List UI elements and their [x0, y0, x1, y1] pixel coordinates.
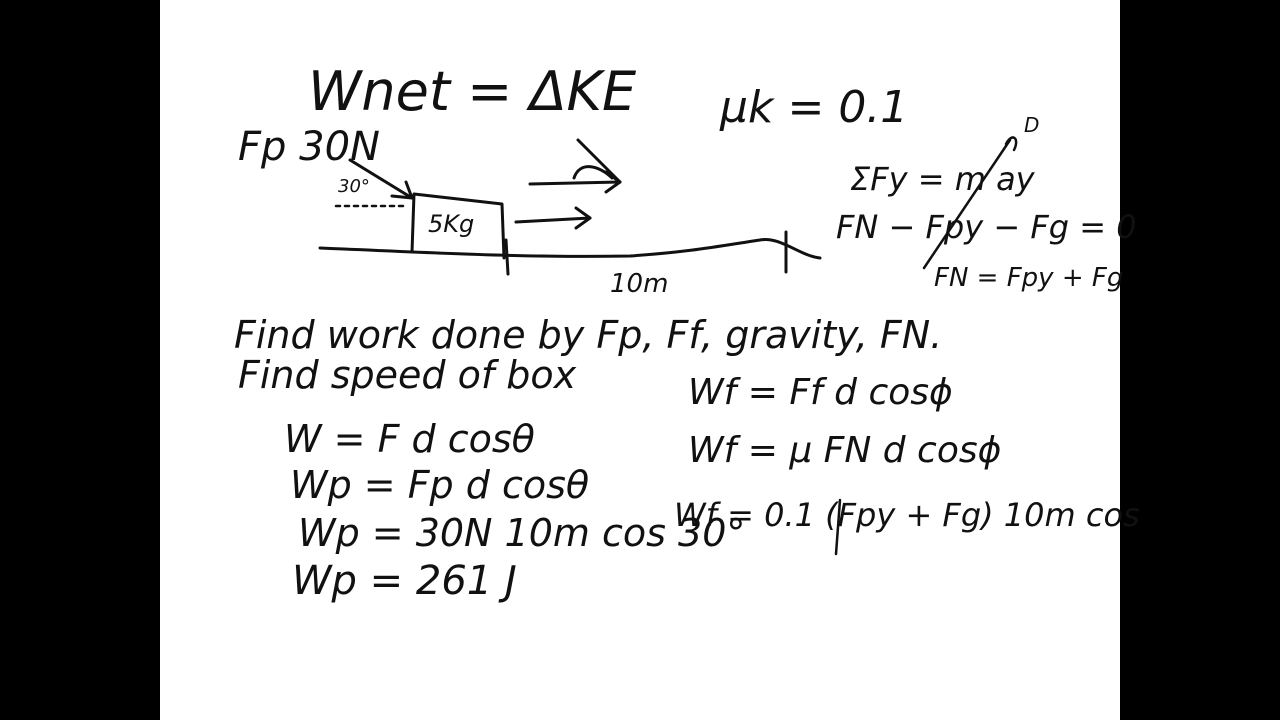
- velocity-arrowhead: [574, 206, 592, 230]
- mass-label: 5Kg: [428, 210, 474, 238]
- crossout-line: [922, 138, 1012, 270]
- whiteboard-ink: Wnet = ΔKE μk = 0.1 Fp 30N 5Kg 30° 10m: [234, 60, 1140, 604]
- normal-force-equation-1: FN − Fpy − Fg = 0: [836, 208, 1137, 246]
- ground-line: [318, 238, 822, 260]
- task-line-2: Find speed of box: [238, 353, 577, 397]
- box-diagram: 5Kg 30° 10m: [318, 138, 822, 299]
- angle-label: 30°: [338, 176, 370, 197]
- push-force-arrow: [348, 158, 414, 200]
- work-push-result: Wp = 261 J: [292, 558, 517, 604]
- arc-arrow: [572, 165, 614, 180]
- pen-mark: [834, 498, 842, 556]
- task-line-1: Find work done by Fp, Ff, gravity, FN.: [234, 313, 942, 357]
- normal-force-equation-2: FN = Fpy + Fg: [934, 263, 1123, 293]
- box: [410, 192, 506, 260]
- acceleration-arrow: [528, 180, 622, 186]
- whiteboard: Wnet = ΔKE μk = 0.1 Fp 30N 5Kg 30° 10m: [160, 0, 1140, 720]
- work-push-equation: Wp = Fp d cosθ: [290, 463, 589, 507]
- work-friction-equation-3: Wf = 0.1 (Fpy + Fg) 10m cos: [674, 496, 1140, 534]
- work-friction-equation-1: Wf = Ff d cosϕ: [688, 372, 953, 413]
- work-energy-theorem: Wnet = ΔKE: [308, 60, 637, 123]
- friction-coefficient: μk = 0.1: [719, 82, 908, 133]
- work-general-equation: W = F d cosθ: [284, 417, 535, 461]
- sum-fy-equation: ΣFy = m ay: [850, 160, 1036, 198]
- crossout-hook: [1004, 136, 1018, 152]
- force-arrow-diag: [576, 138, 622, 184]
- side-note-d: D: [1024, 113, 1039, 137]
- push-force-label: Fp 30N: [238, 124, 380, 170]
- push-arrowhead: [390, 180, 414, 200]
- start-tick: [504, 238, 510, 276]
- velocity-arrow: [514, 216, 592, 224]
- work-push-substitution: Wp = 30N 10m cos 30°: [298, 511, 745, 555]
- distance-label: 10m: [610, 269, 668, 299]
- work-friction-equation-2: Wf = μ FN d cosϕ: [688, 430, 1001, 471]
